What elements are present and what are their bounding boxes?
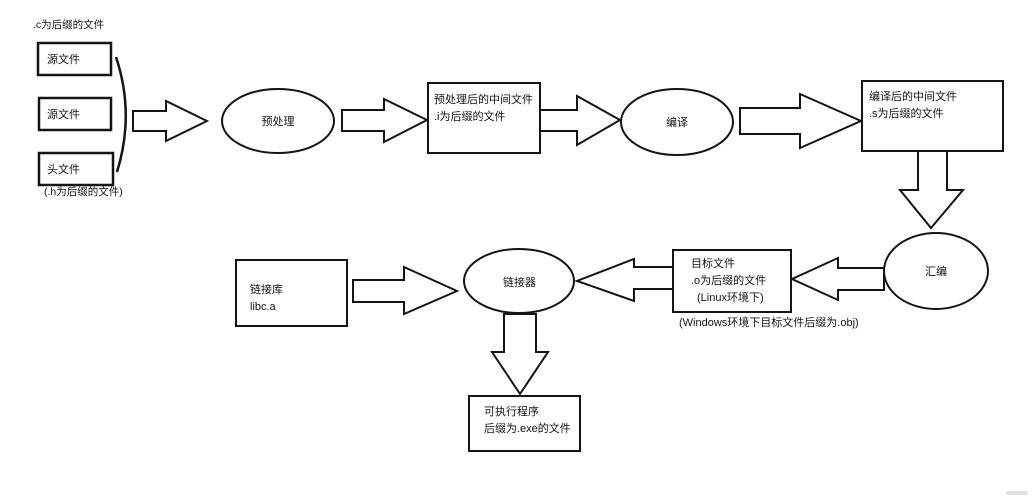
source-file-1-label: 源文件: [47, 54, 80, 66]
preprocessed-file-line2: .i为后缀的文件: [434, 111, 506, 123]
object-file-line2: .o为后缀的文件: [691, 275, 767, 287]
preprocess-ellipse: [221, 88, 335, 154]
assemble-label: 汇编: [925, 266, 947, 278]
arrow-assemble-to-object: [789, 256, 885, 302]
linker-label: 链接器: [503, 276, 536, 289]
object-file-line3: (Linux环境下): [697, 292, 764, 304]
executable-file-label: 可执行程序 后缀为.exe的文件: [484, 404, 571, 438]
compiled-file-line1: 编译后的中间文件: [869, 91, 957, 103]
arrow-compile-to-sfile: [739, 92, 864, 150]
compiled-file-label: 编译后的中间文件 .s为后缀的文件: [869, 89, 957, 123]
executable-file-line2: 后缀为.exe的文件: [484, 423, 571, 435]
arrow-sfile-to-assemble: [897, 150, 966, 230]
arrow-library-to-linker: [352, 265, 460, 316]
source-file-1-box: [36, 41, 113, 77]
arrow-ifile-to-compile: [539, 94, 623, 147]
grouping-brace: [114, 56, 127, 173]
arrow-linker-to-executable: [490, 313, 550, 396]
header-file-label: 头文件: [47, 164, 80, 176]
watermark: [1006, 491, 1028, 495]
preprocessed-file-box: [427, 82, 541, 154]
h-suffix-label: (.h为后缀的文件): [44, 186, 123, 198]
arrow-sources-to-preprocess: [132, 99, 210, 143]
preprocess-label: 预处理: [261, 116, 295, 128]
header-file-box: [37, 151, 115, 187]
link-library-line2: libc.a: [250, 301, 276, 313]
link-library-box: [235, 259, 348, 327]
link-library-label: 链接库 libc.a: [250, 281, 283, 315]
windows-note-label: (Windows环境下目标文件后缀为.obj): [679, 317, 859, 329]
source-file-2-box: [37, 96, 113, 132]
compile-ellipse: [620, 88, 734, 156]
preprocessed-file-label: 预处理后的中间文件 .i为后缀的文件: [434, 92, 533, 126]
object-file-label: 目标文件 .o为后缀的文件 (Linux环境下): [691, 256, 766, 307]
compiled-file-box: [861, 80, 1004, 152]
c-suffix-label: .c为后缀的文件: [33, 19, 105, 31]
source-file-2-label: 源文件: [47, 109, 80, 121]
compile-label: 编译: [666, 117, 688, 129]
compiled-file-line2: .s为后缀的文件: [869, 108, 944, 120]
executable-file-line1: 可执行程序: [484, 406, 539, 418]
arrow-preprocess-to-ifile: [341, 97, 430, 144]
preprocessed-file-line1: 预处理后的中间文件: [434, 94, 533, 106]
object-file-box: [672, 249, 792, 313]
arrow-object-to-linker: [574, 257, 674, 303]
link-library-line1: 链接库: [250, 284, 283, 296]
executable-file-box: [468, 395, 581, 452]
object-file-line1: 目标文件: [691, 258, 735, 270]
